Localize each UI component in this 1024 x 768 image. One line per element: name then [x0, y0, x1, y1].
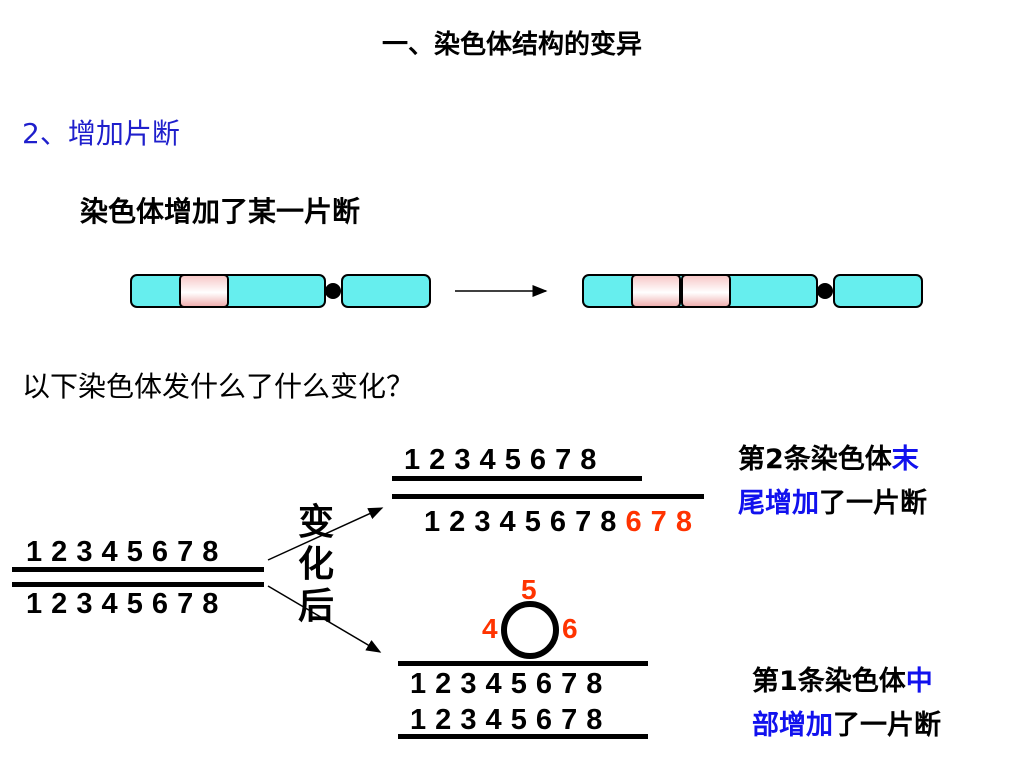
- lower-note-highlight-2: 部增加: [752, 710, 833, 741]
- chromosome-after-segment-marked-1: [631, 274, 681, 308]
- lower-note-highlight-1: 中: [905, 666, 933, 697]
- chromosome-before-right-arm: [341, 274, 431, 308]
- branch-arrow-lower: [267, 585, 382, 653]
- question-text: 以下染色体发什么了什么变化？: [22, 370, 415, 403]
- lower-chromosome-2-sequence: 1 2 3 4 5 6 7 8: [410, 704, 603, 736]
- upper-note-prefix: 第2条染色体: [738, 444, 892, 475]
- chromosome-after-segment-marked-2: [681, 274, 731, 308]
- branch-arrow-upper: [267, 507, 384, 561]
- lower-explanation: 第1条染色体中 部增加了一片断: [752, 660, 941, 748]
- upper-note-suffix: 了一片断: [819, 488, 927, 519]
- upper-chromosome-2-line: [392, 494, 704, 499]
- lower-chromosome-1-sequence: 1 2 3 4 5 6 7 8: [410, 668, 603, 700]
- loop-label-4: 4: [482, 613, 498, 644]
- description-text: 染色体增加了某一片断: [80, 195, 361, 228]
- chromosome-after-right-arm: [833, 274, 923, 308]
- lower-chromosome-2-line: [398, 734, 648, 739]
- upper-note-highlight-2: 尾增加: [738, 488, 819, 519]
- page-title: 一、染色体结构的变异: [381, 30, 642, 60]
- original-chromosome-2-line: [12, 582, 264, 587]
- upper-chromosome-2-sequence-row: 1 2 3 4 5 6 7 8 6 7 8: [424, 506, 693, 539]
- insertion-loop: [501, 601, 559, 659]
- upper-chromosome-1-line: [392, 476, 642, 481]
- upper-added-segment: 6 7 8: [625, 506, 693, 538]
- chromosome-before-centromere: [325, 283, 341, 299]
- upper-chromosome-1-sequence: 1 2 3 4 5 6 7 8: [404, 444, 597, 476]
- lower-note-prefix: 第1条染色体: [752, 666, 906, 697]
- original-chromosome-1-line: [12, 567, 264, 572]
- lower-chromosome-1-line: [398, 661, 648, 666]
- loop-label-6: 6: [562, 613, 578, 644]
- chromosome-before-segment-marked: [179, 274, 229, 308]
- lower-note-suffix: 了一片断: [833, 710, 941, 741]
- original-chromosome-1-sequence: 1 2 3 4 5 6 7 8: [26, 536, 219, 568]
- chromosome-after-centromere: [817, 283, 833, 299]
- upper-explanation: 第2条染色体末 尾增加了一片断: [738, 438, 927, 526]
- change-label: 变化后: [297, 502, 334, 627]
- upper-chromosome-2-sequence: 1 2 3 4 5 6 7 8: [424, 506, 617, 538]
- loop-label-5: 5: [521, 574, 537, 605]
- upper-note-highlight-1: 末: [891, 444, 919, 475]
- section-subtitle: 2、增加片断: [22, 117, 180, 150]
- original-chromosome-2-sequence: 1 2 3 4 5 6 7 8: [26, 588, 219, 620]
